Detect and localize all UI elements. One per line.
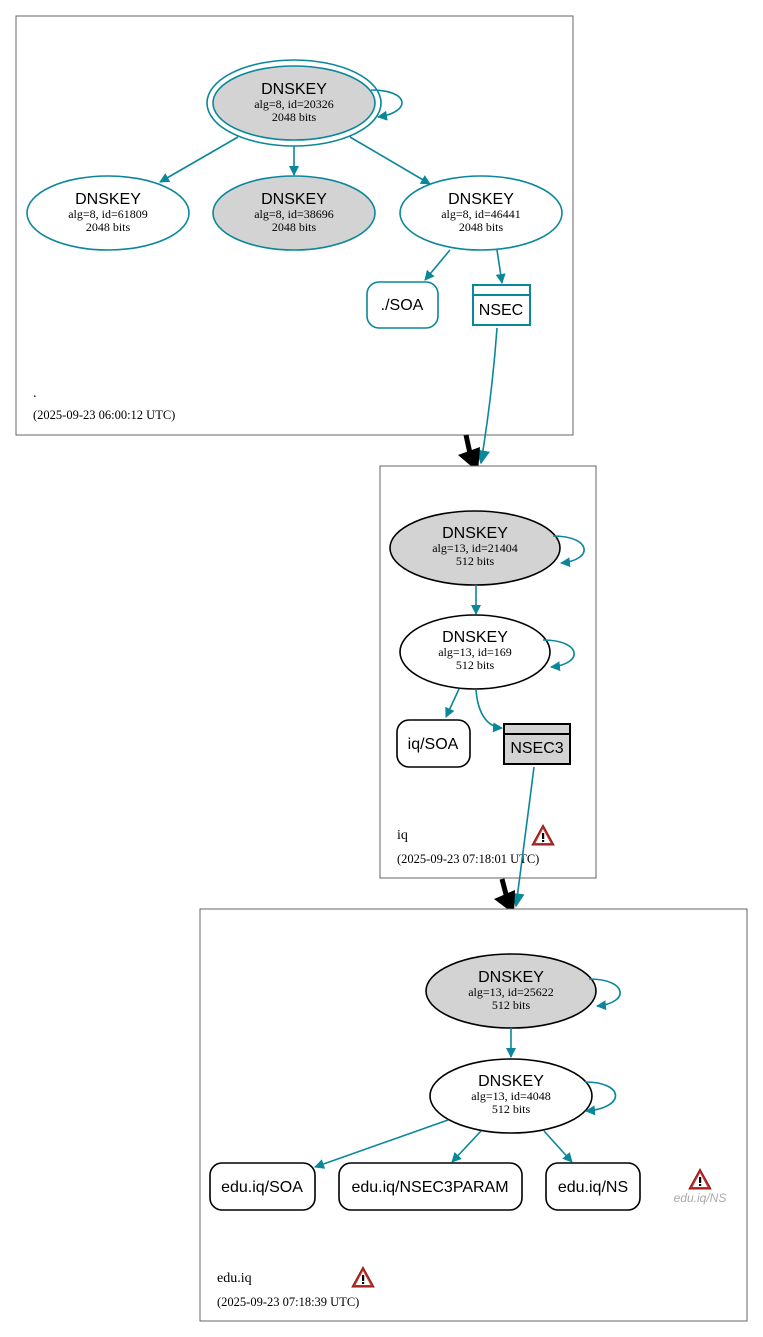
rrset-edu-nsec3param[interactable]: edu.iq/NSEC3PARAM [338,1162,523,1211]
dnskey-title: DNSKEY [478,969,544,986]
dnskey-node-21404[interactable]: DNSKEY alg=13, id=21404 512 bits [389,510,561,586]
sign-edge [445,688,460,718]
dnskey-detail: alg=13, id=21404 [432,541,518,555]
dnskey-title: DNSKEY [478,1073,544,1090]
sign-edge [475,689,503,733]
warning-triangle-icon[interactable] [531,823,555,846]
rrset-label: ./SOA [381,297,424,314]
self-sign-edge [552,535,585,568]
dnskey-detail: alg=8, id=46441 [441,207,521,221]
nsec-delegation-edge [476,327,498,465]
sign-edge [495,249,506,284]
sign-edge [349,136,431,185]
nsec3-delegation-edge [510,766,535,908]
dnskey-bits: 2048 bits [272,220,317,234]
dnskey-bits: 2048 bits [86,220,131,234]
rrset-edu-ns[interactable]: edu.iq/NS [545,1162,641,1211]
zone-timestamp: (2025-09-23 07:18:01 UTC) [397,852,539,866]
zone-name: iq [397,828,408,843]
dnskey-title: DNSKEY [261,81,327,98]
dnskey-title: DNSKEY [75,191,141,208]
dnskey-bits: 512 bits [492,1102,531,1116]
nsec3-iq[interactable]: NSEC3 [503,723,571,765]
dnskey-detail: alg=13, id=4048 [471,1089,551,1103]
self-sign-edge [588,978,621,1011]
nsec-root[interactable]: NSEC [472,284,531,326]
rrset-label: edu.iq/NSEC3PARAM [351,1179,508,1196]
dnskey-title: DNSKEY [442,525,508,542]
rrset-iq-soa[interactable]: iq/SOA [396,719,471,768]
self-sign-edge [542,639,575,672]
dnskey-node-4048[interactable]: DNSKEY alg=13, id=4048 512 bits [429,1058,593,1134]
sign-edge [543,1130,573,1163]
dnskey-detail: alg=8, id=38696 [254,207,334,221]
zone-timestamp: (2025-09-23 07:18:39 UTC) [217,1295,359,1309]
dnskey-bits: 512 bits [456,554,495,568]
dnskey-bits: 2048 bits [272,110,317,124]
dnskey-bits: 512 bits [456,658,495,672]
dnskey-detail: alg=8, id=20326 [254,97,334,111]
dnskey-node-61809[interactable]: DNSKEY alg=8, id=61809 2048 bits [26,175,190,251]
nsec-label: NSEC [479,302,523,319]
warning-triangle-icon[interactable] [351,1265,375,1288]
nsec3-label: NSEC3 [510,740,563,757]
zone-name: edu.iq [217,1271,252,1286]
zone-timestamp: (2025-09-23 06:00:12 UTC) [33,408,175,422]
dnskey-bits: 512 bits [492,998,531,1012]
dnskey-title: DNSKEY [261,191,327,208]
dnskey-title: DNSKEY [448,191,514,208]
sign-edge [451,1130,482,1163]
rrset-label: iq/SOA [408,736,459,753]
delegation-arrowhead [494,890,515,914]
warning-triangle-icon[interactable] [688,1167,712,1190]
rrset-label: edu.iq/SOA [221,1179,303,1196]
sign-edge [314,1119,449,1169]
dnskey-node-20326[interactable]: DNSKEY alg=8, id=20326 2048 bits [206,59,382,147]
rrset-edu-soa[interactable]: edu.iq/SOA [209,1162,316,1211]
dnskey-node-25622[interactable]: DNSKEY alg=13, id=25622 512 bits [425,953,597,1029]
self-sign-edge [370,89,403,121]
sign-edge [424,249,451,281]
sign-edge [159,136,239,183]
dnskey-bits: 2048 bits [459,220,504,234]
zone-name: . [33,386,37,401]
dnskey-detail: alg=8, id=61809 [68,207,148,221]
dnskey-node-169[interactable]: DNSKEY alg=13, id=169 512 bits [399,614,551,690]
self-sign-edge [584,1081,617,1116]
rrset-label: edu.iq/NS [558,1179,628,1196]
rrset-root-soa[interactable]: ./SOA [366,281,439,329]
dnskey-detail: alg=13, id=169 [438,645,512,659]
dnskey-detail: alg=13, id=25622 [468,985,554,999]
dnskey-title: DNSKEY [442,629,508,646]
dnskey-node-46441[interactable]: DNSKEY alg=8, id=46441 2048 bits [399,175,563,251]
dnskey-node-38696[interactable]: DNSKEY alg=8, id=38696 2048 bits [212,175,376,251]
ghost-ns-label: edu.iq/NS [674,1191,727,1205]
